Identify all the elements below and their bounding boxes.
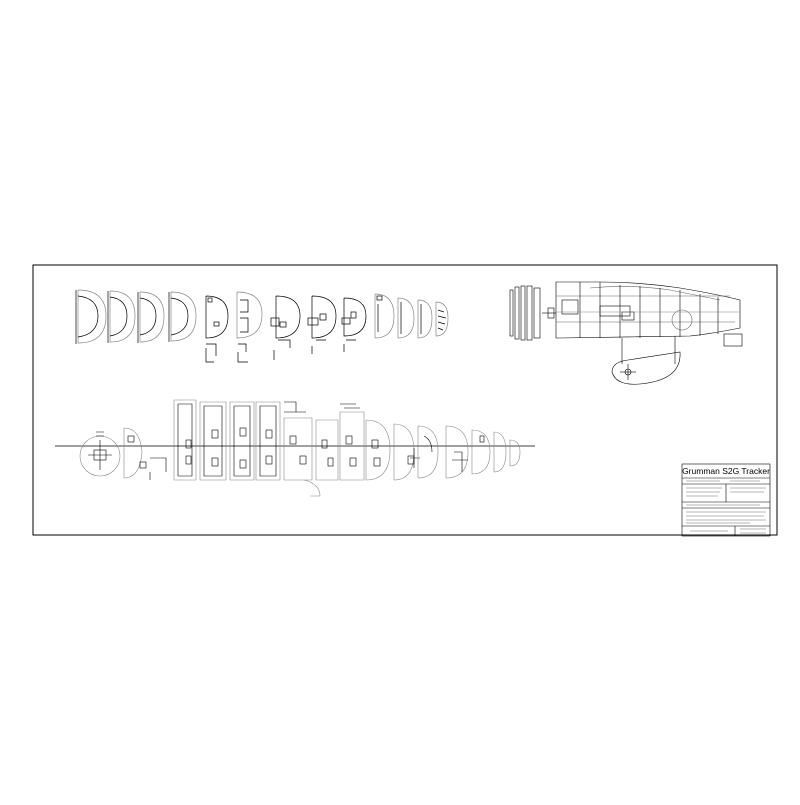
former-3 xyxy=(137,291,165,343)
title-block-title: Grumman S2G Tracker xyxy=(682,466,770,476)
former-4 xyxy=(168,291,197,342)
former-13 xyxy=(435,301,449,337)
sheet-border xyxy=(32,264,778,536)
fuselage-side-view xyxy=(509,281,743,385)
former-6 xyxy=(236,291,263,363)
former-2 xyxy=(107,290,136,343)
former-8 xyxy=(307,295,337,354)
former-9 xyxy=(341,297,367,352)
former-11 xyxy=(397,297,415,339)
top-former-row xyxy=(75,289,449,363)
former-5 xyxy=(205,295,229,363)
wing-rib-row xyxy=(55,399,535,497)
former-12 xyxy=(417,299,433,339)
former-10 xyxy=(374,293,395,339)
title-block xyxy=(681,463,771,537)
former-1 xyxy=(75,289,107,344)
former-7 xyxy=(270,295,301,360)
